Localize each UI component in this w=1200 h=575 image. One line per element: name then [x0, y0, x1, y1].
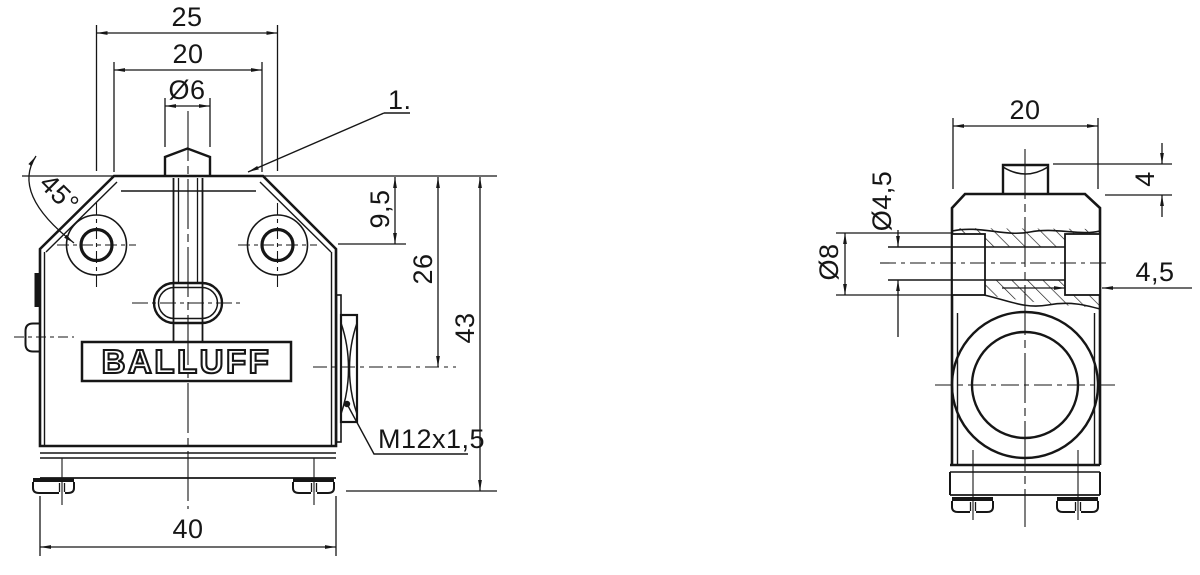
front-mounting-hole-right	[238, 203, 317, 291]
label-note-reference: 1.	[388, 85, 412, 115]
front-mounting-hole-left	[57, 203, 136, 291]
label-connector-thread: M12x1,5	[378, 424, 485, 454]
dim-body-width: 40	[172, 514, 203, 544]
dim-hole-diameter: Ø4,5	[867, 171, 897, 232]
front-dimensions	[22, 25, 497, 556]
dim-counterbore-depth: 4,5	[1135, 257, 1174, 287]
front-left-bump	[14, 322, 74, 353]
side-section-hatching	[952, 228, 1100, 308]
brand-logo-text: BALLUFF	[102, 343, 272, 380]
side-head	[950, 163, 1102, 231]
brand-logo-plate	[80, 340, 293, 383]
dim-top-to-hole-center: 9,5	[365, 189, 395, 228]
front-base	[32, 452, 336, 505]
dim-counterbore-diameter: Ø8	[814, 243, 844, 280]
side-body	[880, 228, 1110, 465]
front-view	[14, 25, 497, 556]
dim-head-width: 20	[172, 39, 203, 69]
dim-hole-spacing: 25	[171, 2, 202, 32]
side-view	[836, 118, 1192, 527]
front-plunger	[163, 147, 212, 342]
front-housing-outline	[34, 174, 338, 448]
side-dimensions	[836, 118, 1192, 337]
dim-body-depth: 20	[1009, 95, 1040, 125]
dim-total-height: 43	[450, 312, 480, 343]
front-m12-connector	[313, 294, 456, 443]
side-base	[949, 450, 1101, 520]
dim-plunger-diameter: Ø6	[168, 75, 205, 105]
dim-top-to-connector-center: 26	[408, 253, 438, 284]
dim-plunger-protrusion: 4	[1130, 171, 1160, 187]
